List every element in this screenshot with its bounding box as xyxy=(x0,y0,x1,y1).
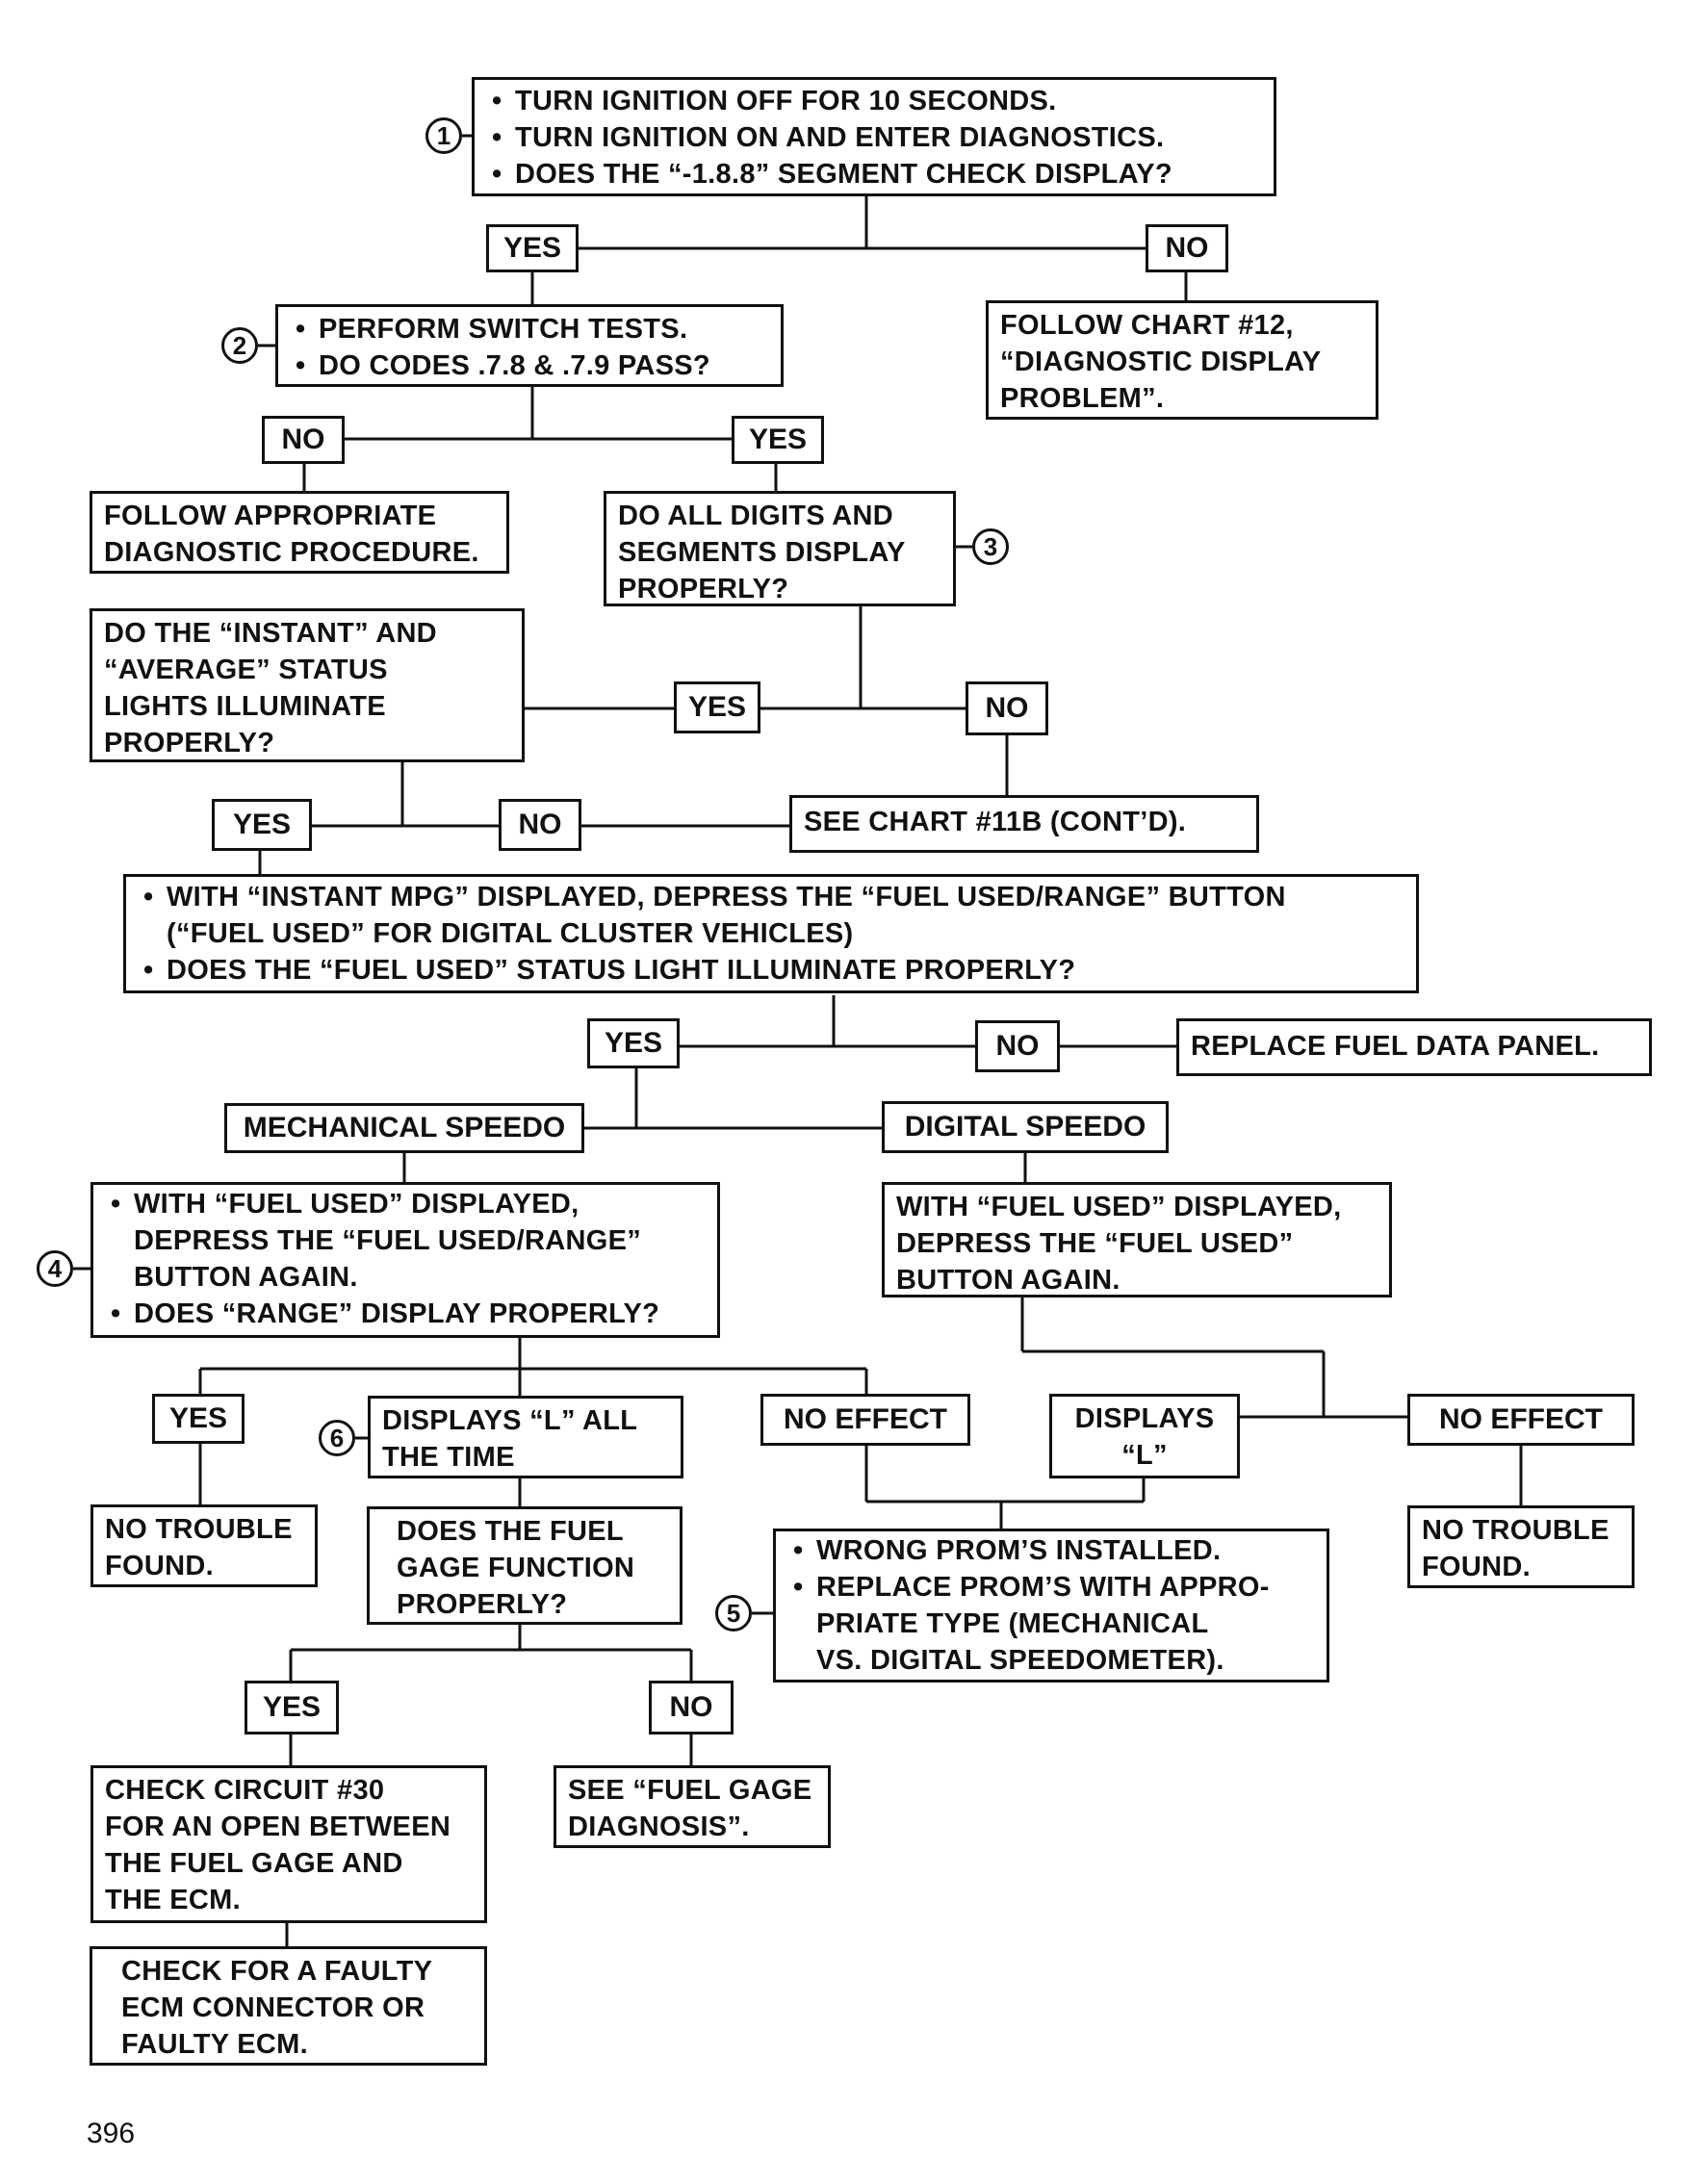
step5-text-1: WRONG PROM’S INSTALLED. xyxy=(787,1532,1315,1569)
displays-l-all-text-2: THE TIME xyxy=(382,1442,515,1473)
no-trouble-text-1: NO TROUBLE xyxy=(105,1514,293,1545)
displays-l-all-time-box: DISPLAYS “L” ALL THE TIME xyxy=(368,1396,683,1478)
fuel-gage-text-3: PROPERLY? xyxy=(397,1589,568,1620)
step2-box: PERFORM SWITCH TESTS. DO CODES .7.8 & .7… xyxy=(275,304,784,387)
chart12-text-2: “DIAGNOSTIC DISPLAY xyxy=(1000,347,1322,377)
instant-mpg-text-2: (“FUEL USED” FOR DIGITAL CLUSTER VEHICLE… xyxy=(167,918,854,949)
no-trouble-text-2: FOUND. xyxy=(105,1551,214,1581)
step2-text-1: PERFORM SWITCH TESTS. xyxy=(290,311,769,347)
chart12-text-3: PROBLEM”. xyxy=(1000,383,1165,414)
no-effect-label: NO EFFECT xyxy=(1407,1394,1635,1446)
no-trouble-text-2: FOUND. xyxy=(1422,1552,1531,1582)
check-circuit-text-2: FOR AN OPEN BETWEEN xyxy=(105,1811,451,1842)
yes-label: YES xyxy=(674,681,760,733)
step1-text-2: TURN IGNITION ON AND ENTER DIAGNOSTICS. xyxy=(486,119,1262,156)
step3-text-2: SEGMENTS DISPLAY xyxy=(618,537,906,568)
step5-text-4: VS. DIGITAL SPEEDOMETER). xyxy=(816,1645,1224,1676)
yes-label: YES xyxy=(587,1018,680,1068)
digital-fuel-used-text-3: BUTTON AGAIN. xyxy=(896,1265,1120,1296)
step-marker-3: 3 xyxy=(972,528,1009,565)
replace-panel-text: REPLACE FUEL DATA PANEL. xyxy=(1191,1031,1600,1062)
see-fuel-gage-text-2: DIAGNOSIS”. xyxy=(568,1811,750,1842)
no-trouble-text-1: NO TROUBLE xyxy=(1422,1515,1610,1546)
mechanical-speedo-label: MECHANICAL SPEEDO xyxy=(224,1103,584,1153)
digital-speedo-label: DIGITAL SPEEDO xyxy=(882,1101,1169,1153)
step-marker-5: 5 xyxy=(715,1595,752,1632)
step5-text-3: PRIATE TYPE (MECHANICAL xyxy=(816,1608,1209,1639)
check-circuit-text-1: CHECK CIRCUIT #30 xyxy=(105,1775,385,1806)
step-marker-1: 1 xyxy=(425,117,462,154)
displays-l-all-text-1: DISPLAYS “L” ALL xyxy=(382,1405,638,1436)
status-lights-text-1: DO THE “INSTANT” AND xyxy=(104,618,437,649)
displays-l-text-2: “L” xyxy=(1121,1440,1168,1471)
check-faulty-text-1: CHECK FOR A FAULTY xyxy=(121,1956,433,1987)
displays-l-text-1: DISPLAYS xyxy=(1074,1403,1215,1434)
follow-appropriate-text-1: FOLLOW APPROPRIATE xyxy=(104,501,437,531)
step3-box: DO ALL DIGITS AND SEGMENTS DISPLAY PROPE… xyxy=(604,491,956,606)
page-number: 396 xyxy=(87,2118,136,2149)
status-lights-text-3: LIGHTS ILLUMINATE xyxy=(104,691,386,722)
no-label: NO xyxy=(966,681,1048,735)
check-circuit-text-4: THE ECM. xyxy=(105,1885,241,1915)
check-faulty-text-2: ECM CONNECTOR OR xyxy=(121,1992,425,2023)
chart11b-text: SEE CHART #11B (CONT’D). xyxy=(804,807,1187,837)
no-label: NO xyxy=(975,1020,1060,1072)
step1-text-1: TURN IGNITION OFF FOR 10 SECONDS. xyxy=(486,83,1262,119)
yes-label: YES xyxy=(486,224,579,272)
fuel-gage-text-2: GAGE FUNCTION xyxy=(397,1553,635,1583)
no-label: NO xyxy=(649,1681,734,1734)
step4-box: WITH “FUEL USED” DISPLAYED, DEPRESS THE … xyxy=(90,1182,720,1338)
step4-text-3: BUTTON AGAIN. xyxy=(134,1262,358,1293)
instant-mpg-text-3: DOES THE “FUEL USED” STATUS LIGHT ILLUMI… xyxy=(138,952,1404,989)
check-circuit-text-3: THE FUEL GAGE AND xyxy=(105,1848,403,1879)
fuel-gage-box: DOES THE FUEL GAGE FUNCTION PROPERLY? xyxy=(367,1506,683,1625)
follow-appropriate-text-2: DIAGNOSTIC PROCEDURE. xyxy=(104,537,479,568)
no-effect-label: NO EFFECT xyxy=(760,1394,970,1446)
step-marker-6: 6 xyxy=(319,1420,355,1456)
step2-text-2: DO CODES .7.8 & .7.9 PASS? xyxy=(290,347,769,384)
step5-text-2: REPLACE PROM’S WITH APPRO- xyxy=(787,1569,1315,1606)
replace-panel-box: REPLACE FUEL DATA PANEL. xyxy=(1176,1018,1652,1076)
digital-fuel-used-box: WITH “FUEL USED” DISPLAYED, DEPRESS THE … xyxy=(882,1182,1392,1298)
no-label: NO xyxy=(499,799,581,851)
check-faulty-ecm-box: CHECK FOR A FAULTY ECM CONNECTOR OR FAUL… xyxy=(90,1946,487,2066)
yes-label: YES xyxy=(245,1681,339,1734)
instant-mpg-box: WITH “INSTANT MPG” DISPLAYED, DEPRESS TH… xyxy=(123,874,1419,993)
no-label: NO xyxy=(1146,224,1228,272)
follow-appropriate-box: FOLLOW APPROPRIATE DIAGNOSTIC PROCEDURE. xyxy=(90,491,509,574)
check-circuit-box: CHECK CIRCUIT #30 FOR AN OPEN BETWEEN TH… xyxy=(90,1765,487,1923)
chart12-box: FOLLOW CHART #12, “DIAGNOSTIC DISPLAY PR… xyxy=(986,300,1378,420)
check-faulty-text-3: FAULTY ECM. xyxy=(121,2029,308,2060)
step1-box: TURN IGNITION OFF FOR 10 SECONDS. TURN I… xyxy=(472,77,1276,196)
no-trouble-found-box: NO TROUBLE FOUND. xyxy=(90,1504,318,1587)
digital-fuel-used-text-2: DEPRESS THE “FUEL USED” xyxy=(896,1228,1294,1259)
step3-text-3: PROPERLY? xyxy=(618,574,789,604)
status-lights-text-4: PROPERLY? xyxy=(104,728,275,758)
yes-label: YES xyxy=(212,799,312,851)
instant-mpg-text-1: WITH “INSTANT MPG” DISPLAYED, DEPRESS TH… xyxy=(138,879,1404,915)
yes-label: YES xyxy=(732,416,824,464)
see-fuel-gage-box: SEE “FUEL GAGE DIAGNOSIS”. xyxy=(554,1765,831,1848)
fuel-gage-text-1: DOES THE FUEL xyxy=(397,1516,624,1547)
step4-text-2: DEPRESS THE “FUEL USED/RANGE” xyxy=(134,1225,642,1256)
status-lights-box: DO THE “INSTANT” AND “AVERAGE” STATUS LI… xyxy=(90,608,525,762)
step4-text-4: DOES “RANGE” DISPLAY PROPERLY? xyxy=(105,1296,706,1332)
see-fuel-gage-text-1: SEE “FUEL GAGE xyxy=(568,1775,812,1806)
chart11b-box: SEE CHART #11B (CONT’D). xyxy=(789,795,1259,853)
step-marker-4: 4 xyxy=(37,1250,73,1287)
digital-fuel-used-text-1: WITH “FUEL USED” DISPLAYED, xyxy=(896,1192,1342,1222)
yes-label: YES xyxy=(152,1394,245,1444)
no-trouble-found-box: NO TROUBLE FOUND. xyxy=(1407,1505,1635,1588)
step5-box: WRONG PROM’S INSTALLED. REPLACE PROM’S W… xyxy=(773,1529,1329,1683)
step1-text-3: DOES THE “-1.8.8” SEGMENT CHECK DISPLAY? xyxy=(486,156,1262,193)
step3-text-1: DO ALL DIGITS AND xyxy=(618,501,893,531)
step-marker-2: 2 xyxy=(221,327,258,364)
chart12-text-1: FOLLOW CHART #12, xyxy=(1000,310,1294,341)
step4-text-1: WITH “FUEL USED” DISPLAYED, xyxy=(105,1186,706,1222)
displays-l-box: DISPLAYS “L” xyxy=(1049,1394,1240,1478)
no-label: NO xyxy=(262,416,345,464)
status-lights-text-2: “AVERAGE” STATUS xyxy=(104,655,388,685)
